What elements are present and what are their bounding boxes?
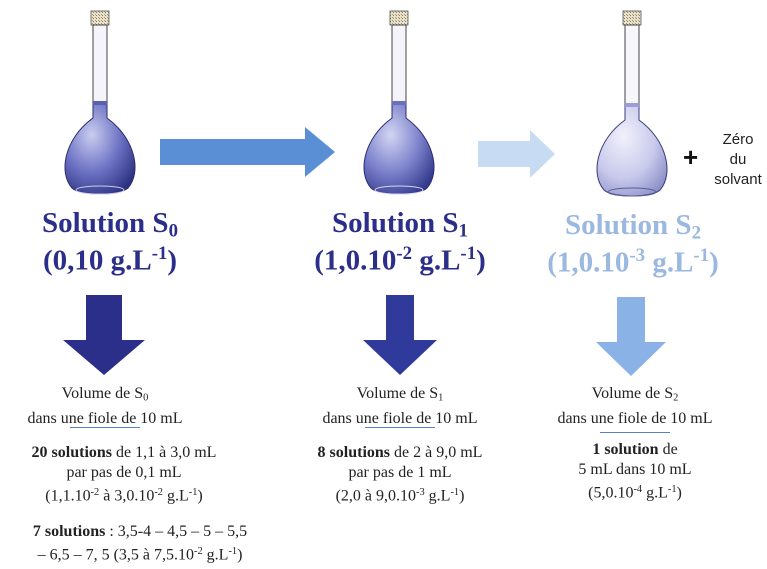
down-arrow-s0 [63, 295, 145, 375]
down-arrow-s1 [363, 295, 437, 375]
flask-s0 [64, 10, 136, 195]
volume-label-s1: Volume de S1 dans une fiole de 10 mL [322, 385, 478, 427]
divider-s1 [365, 427, 435, 428]
volume-label-s0: Volume de S0 dans une fiole de 10 mL [27, 385, 183, 427]
solutions-range-s0: 20 solutions de 1,1 à 3,0 mL par pas de … [31, 444, 217, 505]
solutions-range-s2: 1 solution de 5 mL dans 10 mL (5,0.10-4 … [578, 441, 692, 502]
divider-s2 [600, 432, 670, 433]
title-s2: Solution S2 (1,0.10-3 g.L-1) [547, 209, 719, 279]
volume-label-s2: Volume de S2 dans une fiole de 10 mL [557, 385, 713, 427]
flask-s1 [363, 10, 435, 195]
title-s1: Solution S1 (1,0.10-2 g.L-1) [314, 207, 486, 277]
arrow-s0-to-s1 [160, 127, 335, 177]
plus-sign: + [683, 142, 699, 172]
down-arrow-s2 [596, 297, 666, 376]
title-s0: Solution S0 (0,10 g.L-1) [42, 207, 178, 277]
solutions-extra-s0: 7 solutions : 3,5-4 – 4,5 – 5 – 5,5 – 6,… [32, 523, 248, 564]
arrow-s1-to-s2 [478, 130, 555, 178]
divider-s0 [70, 427, 140, 428]
flask-s2 [596, 10, 668, 197]
solutions-range-s1: 8 solutions de 2 à 9,0 mL par pas de 1 m… [317, 444, 483, 505]
